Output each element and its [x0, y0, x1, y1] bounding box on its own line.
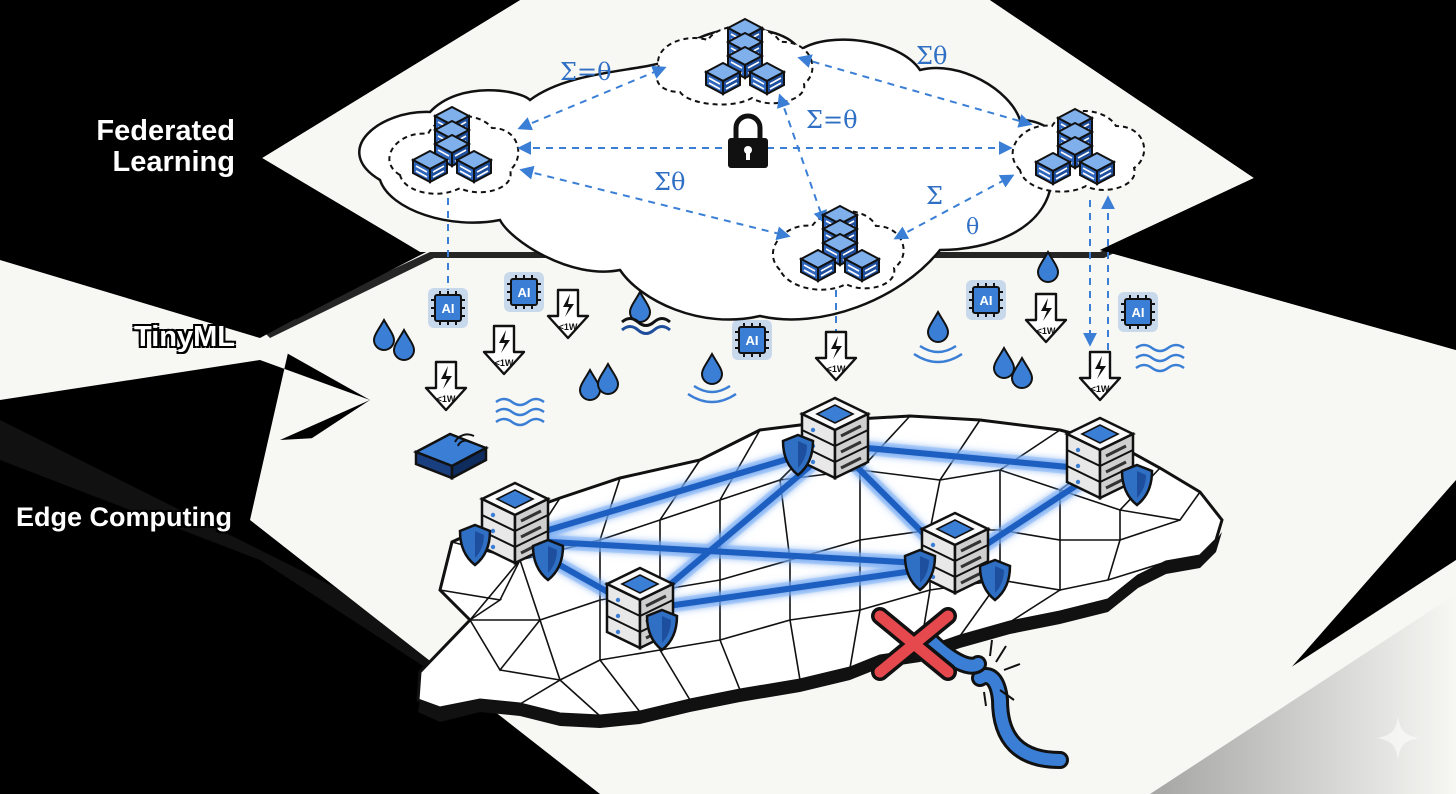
wave-icon: [687, 344, 963, 404]
svg-text:AI: AI: [746, 333, 759, 348]
svg-text:<1W: <1W: [827, 364, 846, 374]
aggregation-label: Σθ: [654, 168, 685, 196]
power-arrow-icon: <1W: [1078, 350, 1122, 402]
power-arrow-icon: <1W: [814, 330, 858, 382]
aggregation-label: Σ=θ: [560, 58, 612, 86]
label-line: Federated: [96, 115, 235, 147]
lock-icon: [728, 113, 768, 168]
svg-text:<1W: <1W: [495, 358, 514, 368]
edge-computing-label: Edge Computing: [16, 502, 232, 532]
aggregation-label: Σ: [926, 182, 943, 210]
label-line: Learning: [112, 146, 235, 178]
edge-server-5: [605, 566, 679, 652]
router-icon: [412, 432, 490, 481]
failure-x-icon: [871, 607, 957, 681]
ai-chip-icon: AI: [965, 279, 1007, 321]
tinyml-label: TinyML: [134, 321, 235, 353]
power-arrow-icon: <1W: [546, 288, 590, 340]
svg-text:AI: AI: [442, 301, 455, 316]
svg-text:AI: AI: [1132, 305, 1145, 320]
svg-text:<1W: <1W: [1091, 384, 1110, 394]
aggregation-label: Σθ: [916, 42, 947, 70]
sparkle-icon: [1376, 716, 1420, 760]
federated-learning-label: Federated Learning: [40, 116, 235, 178]
wave-icon: [621, 317, 671, 335]
wave-icon: [495, 397, 545, 427]
svg-text:AI: AI: [980, 293, 993, 308]
aggregation-label: Σ=θ: [806, 106, 858, 134]
ai-chip-icon: AI: [1117, 291, 1159, 333]
power-arrow-icon: <1W: [424, 360, 468, 412]
tinyml-icons: AI AI AI AI AI <1W <1W <1W <1W <1W <1W: [373, 251, 1185, 427]
aggregation-arrows: [447, 54, 1115, 350]
svg-text:<1W: <1W: [1037, 326, 1056, 336]
ai-chip-icon: AI: [731, 319, 773, 361]
svg-text:<1W: <1W: [437, 394, 456, 404]
ai-chip-icon: AI: [427, 287, 469, 329]
power-arrow-icon: <1W: [1024, 292, 1068, 344]
aggregation-labels: Σ=θ Σθ Σ=θ Σθ Σ θ: [560, 42, 979, 240]
svg-text:<1W: <1W: [559, 322, 578, 332]
aggregation-label: θ: [966, 215, 979, 240]
power-arrow-icon: <1W: [482, 324, 526, 376]
ai-chip-icon: AI: [503, 271, 545, 313]
broken-link-icon: [921, 631, 1069, 769]
svg-text:AI: AI: [518, 285, 531, 300]
wave-icon: [1135, 343, 1185, 373]
